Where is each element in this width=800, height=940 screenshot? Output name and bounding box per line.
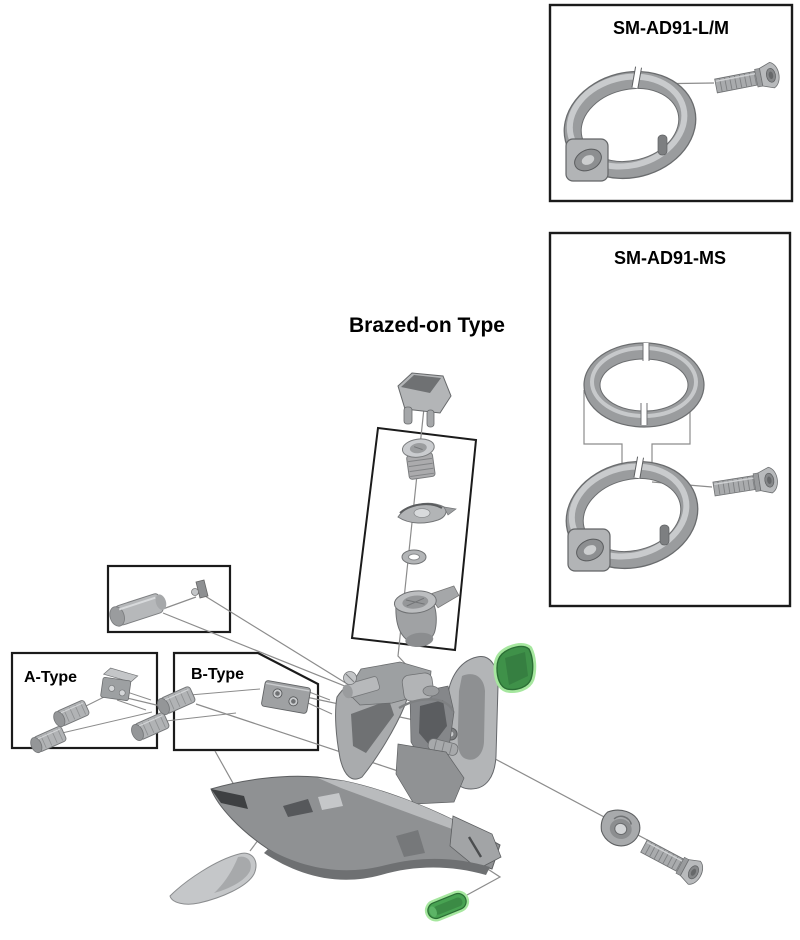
fixing-bolt (401, 438, 436, 480)
cage-tail-cap (169, 852, 257, 905)
washer-ring (401, 549, 427, 565)
a-type-bracket (100, 667, 139, 701)
cage-top-face (318, 778, 471, 836)
bracket-ms-right (651, 392, 691, 470)
inner-link-window (351, 700, 394, 753)
leader-support-1 (204, 595, 371, 699)
shim-ms (583, 342, 705, 428)
cage-cutout-2 (318, 793, 343, 810)
cage-fin (396, 830, 425, 857)
backup-plate (397, 372, 452, 428)
leader-support-clip (159, 596, 197, 611)
lock-nut (600, 809, 641, 847)
clamp-ms-assembly (555, 342, 780, 582)
derailleur-body (335, 656, 499, 805)
cage-slot (467, 836, 483, 858)
bolt-seat (422, 685, 440, 697)
skid-plate-highlight (493, 643, 537, 693)
cable-guide-arc (398, 698, 455, 712)
cable-fixing-cluster (342, 661, 455, 712)
outer-link-recess (457, 674, 485, 760)
cap-highlight (424, 890, 470, 922)
label-brazed-on-type: Brazed-on Type (349, 314, 505, 337)
link-shadow (419, 700, 447, 747)
cage-cutout-1 (283, 799, 313, 817)
support-bolt-cylinder (109, 593, 167, 627)
brazed-column-parts (393, 372, 460, 647)
mount-bolt (637, 833, 708, 889)
box-b-type (172, 651, 320, 752)
cable-bolt-slot (345, 673, 355, 683)
cage-right-block (449, 815, 502, 870)
arm-cylinder (342, 676, 380, 699)
chain-guide-cage (210, 775, 502, 880)
label-b-type: B-Type (191, 666, 244, 683)
adjuster-body (393, 585, 460, 647)
label-sm-ad91-lm: SM-AD91-L/M (613, 18, 729, 38)
cage-inner-plate (264, 849, 490, 880)
support-bolt-unit (109, 579, 209, 627)
lower-body (395, 743, 465, 805)
washer-plate (397, 502, 457, 524)
a-type-parts (27, 667, 153, 755)
box-brazed-column (350, 426, 478, 652)
callout-boxes (10, 3, 794, 752)
cable-clip (191, 579, 209, 599)
label-a-type: A-Type (24, 669, 77, 686)
label-sm-ad91-ms: SM-AD91-MS (614, 248, 726, 268)
b-type-plate (261, 680, 311, 714)
bracket-ms-left (583, 390, 623, 468)
b-type-parts (128, 680, 333, 743)
cage-tip-dark (211, 789, 248, 809)
